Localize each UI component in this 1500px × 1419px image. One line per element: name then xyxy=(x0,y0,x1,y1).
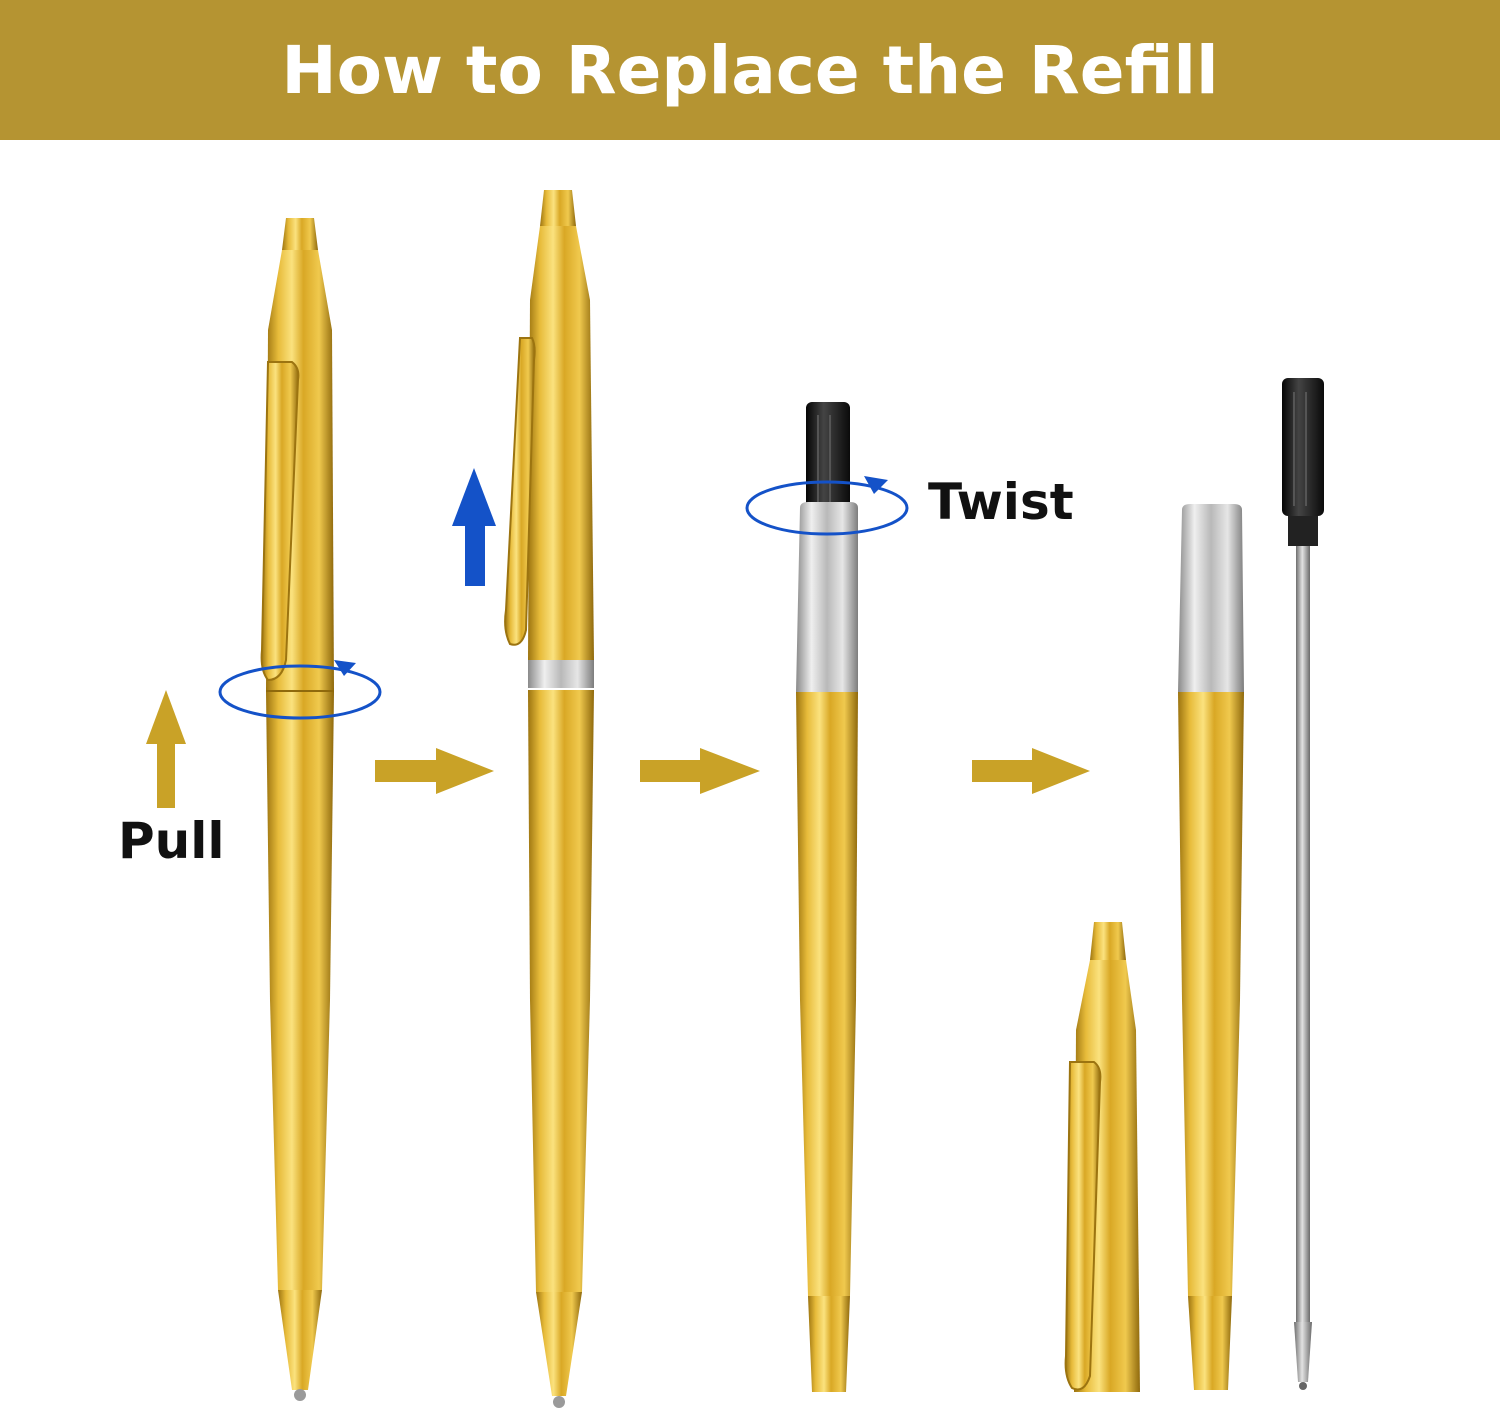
pen-3-black-knob xyxy=(806,402,850,510)
pen-1-cap-tip xyxy=(282,218,318,250)
pen-4-gold-barrel xyxy=(1178,692,1244,1296)
step-arrow-2-icon xyxy=(640,748,760,794)
pen-3-bottom-cone xyxy=(808,1296,850,1392)
pen-2-clip xyxy=(504,337,536,646)
pen-3-gold-barrel xyxy=(796,692,858,1296)
pen-2-tip-cone xyxy=(536,1292,582,1396)
refill-thread xyxy=(1288,516,1318,546)
pen-1-assembled xyxy=(260,218,334,1401)
pen-2-cap-tip xyxy=(540,190,576,226)
twist-label: Twist xyxy=(928,473,1074,531)
rotation-arrowhead-icon xyxy=(864,476,888,494)
pen-4-barrel xyxy=(1178,504,1244,1390)
pen-2-lower-barrel xyxy=(528,690,594,1292)
page-title: How to Replace the Refill xyxy=(281,31,1219,109)
pen-2-cap-lifted xyxy=(504,190,594,1408)
pen-1-tip-cone xyxy=(278,1290,322,1390)
pen-4-cap-piece xyxy=(1064,922,1140,1392)
refill-tip xyxy=(1294,1322,1312,1382)
pen-3-twisting xyxy=(796,402,858,1392)
pull-arrow-icon xyxy=(146,690,186,808)
pen-1-lower-barrel xyxy=(266,692,334,1290)
pen-1-twist-ring xyxy=(218,660,382,720)
step-arrow-3-icon xyxy=(972,748,1090,794)
pen-2-cap xyxy=(528,226,594,660)
pen-1-clip xyxy=(260,361,300,682)
pen-3-silver-sleeve xyxy=(796,502,858,692)
pen-4-bottom-cone xyxy=(1188,1296,1232,1390)
refill-tube xyxy=(1296,546,1310,1322)
pen-4-clip xyxy=(1064,1061,1102,1391)
pen-1-ball-tip xyxy=(294,1389,306,1401)
pen-4-silver-sleeve xyxy=(1178,504,1244,692)
step-arrow-1-icon xyxy=(375,748,494,794)
refill-ball-tip xyxy=(1299,1382,1307,1390)
refill-black-knob xyxy=(1282,378,1324,516)
pen-3-twist-ring xyxy=(745,476,909,536)
pen-4-refill xyxy=(1282,378,1324,1390)
rotation-arrowhead-icon xyxy=(334,660,356,676)
pen-2-ball-tip xyxy=(553,1396,565,1408)
pen-4-cap-tip xyxy=(1090,922,1126,960)
pen-2-silver-band xyxy=(528,660,594,688)
pull-label: Pull xyxy=(118,812,225,870)
title-banner: How to Replace the Refill xyxy=(0,0,1500,140)
lift-arrow-icon xyxy=(452,468,496,586)
